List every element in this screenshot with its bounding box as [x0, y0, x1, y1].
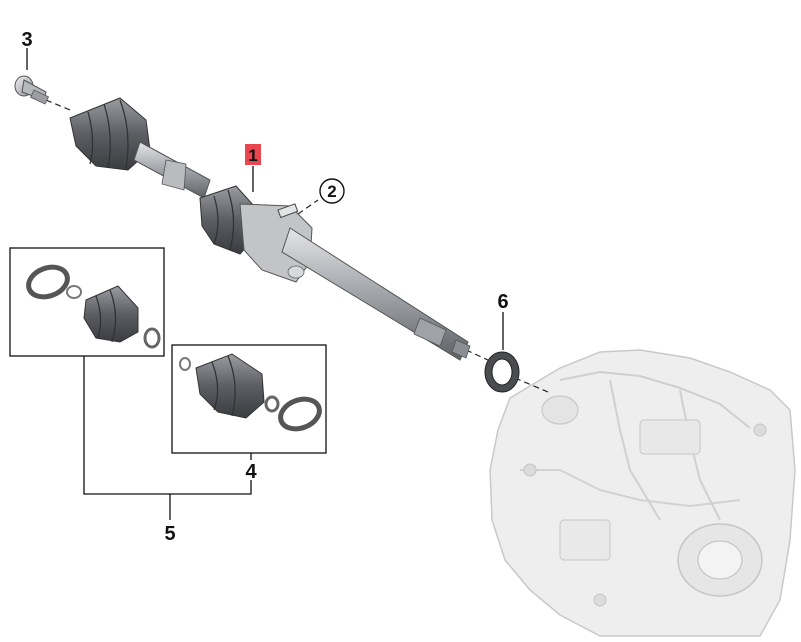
- leader-5-bracket: [83, 356, 252, 495]
- assembly-axis-shaft: [465, 349, 489, 361]
- transmission-housing: [489, 349, 796, 637]
- assembly-axis-seal: [514, 377, 549, 393]
- drive-shaft-assembly: [69, 97, 471, 361]
- callout-1-highlight: [245, 144, 261, 165]
- callout-5[interactable]: 5: [164, 523, 175, 545]
- assembly-axis-bolt: [45, 99, 71, 111]
- callout-2[interactable]: 2: [327, 182, 336, 201]
- repair-kit-inner-joint: [171, 344, 327, 454]
- callout-4[interactable]: 4: [245, 461, 257, 483]
- callout-6[interactable]: 6: [497, 291, 508, 313]
- repair-kit-outer-joint: [9, 247, 165, 357]
- shaft-seal: [484, 351, 520, 393]
- callout-2-circle: [319, 178, 345, 204]
- callout-1[interactable]: 1: [248, 146, 257, 165]
- flange-bolt: [14, 75, 50, 105]
- callout-3[interactable]: 3: [21, 29, 32, 51]
- circlip: [277, 203, 299, 219]
- assembly-axis-clip: [297, 199, 319, 215]
